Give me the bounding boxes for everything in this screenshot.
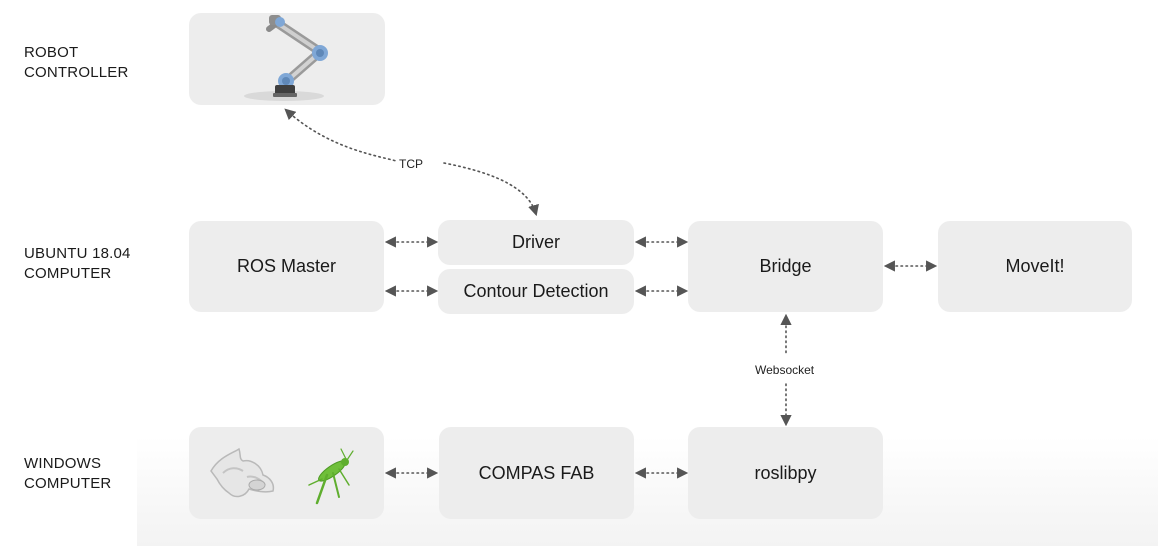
- websocket-label: Websocket: [753, 363, 817, 377]
- bridge-box: Bridge: [688, 221, 883, 312]
- driver-box: Driver: [438, 220, 634, 265]
- row-label-windows-computer: WINDOWS COMPUTER: [24, 455, 112, 492]
- ros-master-box: ROS Master: [189, 221, 384, 312]
- grasshopper-icon: [308, 448, 354, 505]
- robot-controller-box: [189, 13, 385, 105]
- rhino-grasshopper-box: [189, 427, 384, 519]
- robot-arm-icon: [244, 15, 328, 101]
- row-label-ubuntu-computer: UBUNTU 18.04 COMPUTER: [24, 245, 131, 282]
- row-label-robot-controller: ROBOT CONTROLLER: [24, 44, 129, 81]
- moveit-box: MoveIt!: [938, 221, 1132, 312]
- tcp-connector: [286, 110, 536, 214]
- rhino-icon: [210, 447, 275, 498]
- rhino-grasshopper-icons: [210, 447, 354, 505]
- compas-fab-box: COMPAS FAB: [439, 427, 634, 519]
- contour-detection-box: Contour Detection: [438, 269, 634, 314]
- tcp-label: TCP: [397, 157, 425, 171]
- roslibpy-box: roslibpy: [688, 427, 883, 519]
